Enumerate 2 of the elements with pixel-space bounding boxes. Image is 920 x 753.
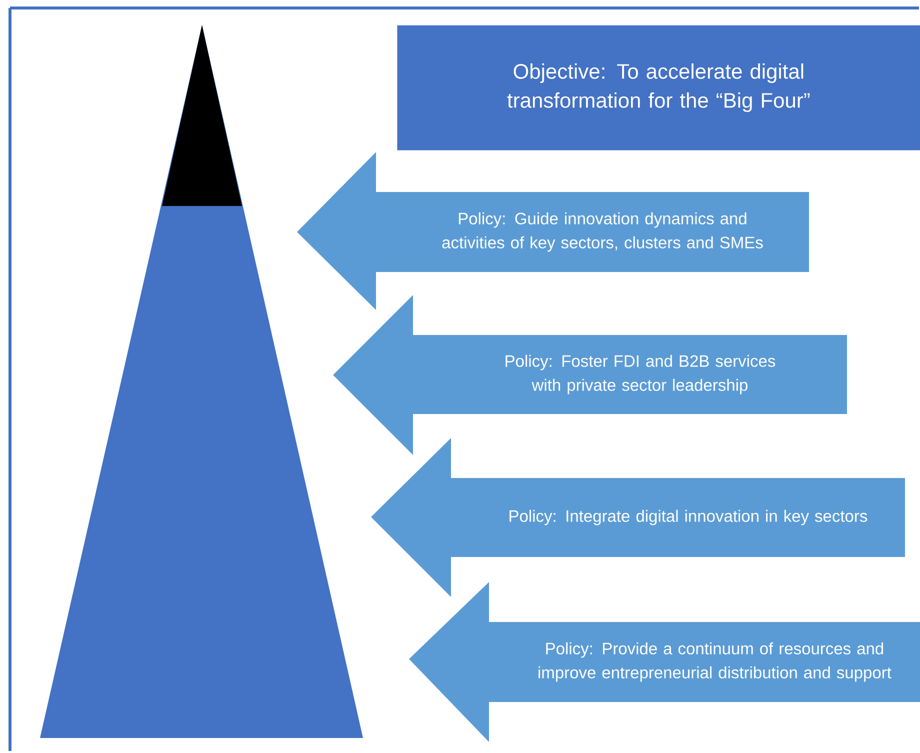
pyramid-drawing [40, 25, 363, 738]
objective-box: Objective: To accelerate digital transformation for the “Big Four” [397, 25, 920, 150]
